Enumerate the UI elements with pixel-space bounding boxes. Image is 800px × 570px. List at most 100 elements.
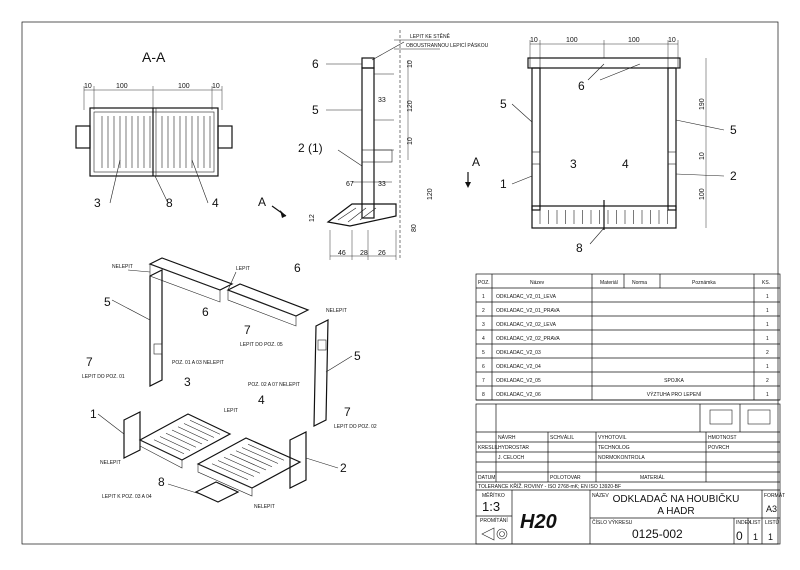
svg-text:POZ.: POZ. xyxy=(478,280,490,286)
table-row-poz: 6 xyxy=(482,364,485,370)
projection-symbol-icon xyxy=(481,527,508,541)
svg-text:190: 190 xyxy=(699,98,706,110)
svg-text:DATUM: DATUM xyxy=(478,475,495,481)
front-callout-8: 8 xyxy=(576,241,583,255)
iso-note-1: NELEPIT xyxy=(112,264,133,270)
slat xyxy=(171,429,203,445)
table-row-qty: 1 xyxy=(766,308,769,314)
svg-text:7: 7 xyxy=(244,323,251,337)
svg-text:33: 33 xyxy=(378,181,386,188)
table-row-note: SPOJKA xyxy=(664,378,684,384)
iso-note-11: LEPIT K POZ. 03 A 04 xyxy=(102,494,152,500)
svg-text:4: 4 xyxy=(258,393,265,407)
table-row-name: ODKLADAC_V2_01_PRAVA xyxy=(496,308,560,314)
svg-text:100: 100 xyxy=(178,83,190,90)
slat xyxy=(217,460,255,477)
slat xyxy=(223,456,261,474)
svg-text:KRESLIL: KRESLIL xyxy=(478,445,499,451)
callout-3: 3 xyxy=(94,196,101,210)
svg-text:Název: Název xyxy=(530,280,545,286)
svg-text:PROMÍTÁNÍ: PROMÍTÁNÍ xyxy=(480,517,508,524)
callout-4: 4 xyxy=(212,196,219,210)
svg-text:NÁVRH: NÁVRH xyxy=(498,434,516,441)
tolerance-text: KŘÍŽ. ROVINY - ISO 2768-mK; EN ISO 13920… xyxy=(510,482,621,490)
svg-text:NÁZEV: NÁZEV xyxy=(592,492,609,499)
svg-text:1: 1 xyxy=(90,407,97,421)
table-row-poz: 3 xyxy=(482,322,485,328)
table-row-name: ODKLADAC_V2_03 xyxy=(496,350,541,356)
table-row-poz: 2 xyxy=(482,308,485,314)
svg-text:28: 28 xyxy=(360,250,368,257)
slat xyxy=(241,447,279,464)
svg-text:FORMÁT: FORMÁT xyxy=(764,492,785,499)
iso-note-12: NELEPIT xyxy=(254,504,275,510)
svg-text:LISTŮ: LISTŮ xyxy=(765,519,780,526)
isometric-view: NELEPIT LEPIT NELEPIT LEPIT DO POZ. 05 P… xyxy=(82,257,377,510)
svg-text:8: 8 xyxy=(158,475,165,489)
svg-text:POVRCH: POVRCH xyxy=(708,445,730,451)
table-row-qty: 1 xyxy=(766,336,769,342)
table-row-name: ODKLADAC_V2_06 xyxy=(496,392,541,398)
format: A3 xyxy=(766,504,777,514)
note-glue-wall: LEPIT KE STĚNĚ xyxy=(410,32,451,40)
svg-text:2: 2 xyxy=(340,461,347,475)
iso-note-6: LEPIT DO POZ. 01 xyxy=(82,374,125,380)
svg-text:120: 120 xyxy=(427,188,434,200)
slat xyxy=(229,453,267,471)
svg-text:TECHNOLOG: TECHNOLOG xyxy=(598,445,630,451)
front-callout-5-right: 5 xyxy=(730,123,737,137)
svg-text:6: 6 xyxy=(294,261,301,275)
section-view-a-a: A-A 10 100 100 10 3 8 4 xyxy=(75,49,233,210)
table-row-poz: 1 xyxy=(482,294,485,300)
svg-text:INDEX: INDEX xyxy=(736,520,752,526)
revision-index: 0 xyxy=(736,529,743,543)
sheet-count: 1 xyxy=(768,532,773,542)
svg-text:5: 5 xyxy=(354,349,361,363)
svg-text:46: 46 xyxy=(338,250,346,257)
company-logo: H20 xyxy=(520,511,557,533)
svg-text:MATERIÁL: MATERIÁL xyxy=(640,474,665,481)
iso-note-4: LEPIT DO POZ. 05 xyxy=(240,342,283,348)
table-row-poz: 5 xyxy=(482,350,485,356)
section-mark-left: A xyxy=(258,195,266,209)
front-callout-1: 1 xyxy=(500,177,507,191)
section-mark-right: A xyxy=(472,155,480,169)
slat xyxy=(189,419,221,435)
svg-text:Norma: Norma xyxy=(632,280,647,286)
svg-text:Materiál: Materiál xyxy=(600,280,618,286)
front-callout-5-left: 5 xyxy=(500,97,507,111)
svg-text:NORMOKONTROLA: NORMOKONTROLA xyxy=(598,455,645,461)
svg-text:KS.: KS. xyxy=(762,280,770,286)
svg-text:3: 3 xyxy=(184,375,191,389)
slat xyxy=(177,426,209,442)
svg-text:LIST: LIST xyxy=(750,520,761,526)
table-row-poz: 4 xyxy=(482,336,485,342)
callout-8: 8 xyxy=(166,196,173,210)
svg-text:100: 100 xyxy=(628,37,640,44)
slat xyxy=(153,439,185,455)
svg-text:10: 10 xyxy=(407,60,414,68)
svg-text:26: 26 xyxy=(378,250,386,257)
table-row-name: ODKLADAC_V2_02_LEVA xyxy=(496,322,557,328)
svg-text:7: 7 xyxy=(86,355,93,369)
parts-list: POZ. Název Materiál Norma Poznámka KS. 1… xyxy=(475,273,781,401)
table-row-qty: 1 xyxy=(766,294,769,300)
table-row-name: ODKLADAC_V2_02_PRAVA xyxy=(496,336,560,342)
svg-text:120: 120 xyxy=(407,100,414,112)
drawing-number: 0125-002 xyxy=(632,527,683,541)
front-view: 10 100 100 10 190 10 100 5 5 6 1 2 3 xyxy=(500,37,737,255)
svg-text:100: 100 xyxy=(699,188,706,200)
svg-text:10: 10 xyxy=(699,152,706,160)
side-view: LEPIT KE STĚNĚ OBOUSTRANNOU LEPICÍ PÁSKO… xyxy=(258,30,489,260)
iso-note-7: POZ. 02 A 07 NELEPIT xyxy=(248,382,300,388)
slat xyxy=(247,443,285,461)
table-row-poz: 8 xyxy=(482,392,485,398)
front-callout-3: 3 xyxy=(570,157,577,171)
drawing-title-line2: A HADR xyxy=(657,506,694,517)
drafter: J. CELOCH xyxy=(498,455,525,461)
svg-text:MĚŘÍTKO: MĚŘÍTKO xyxy=(482,491,505,499)
table-row-qty: 2 xyxy=(766,350,769,356)
slat xyxy=(183,423,215,438)
title-block: NÁVRH HYDROSTAR KRESLIL J. CELOCH SCHVÁL… xyxy=(475,403,785,545)
table-row-name: ODKLADAC_V2_04 xyxy=(496,364,541,370)
